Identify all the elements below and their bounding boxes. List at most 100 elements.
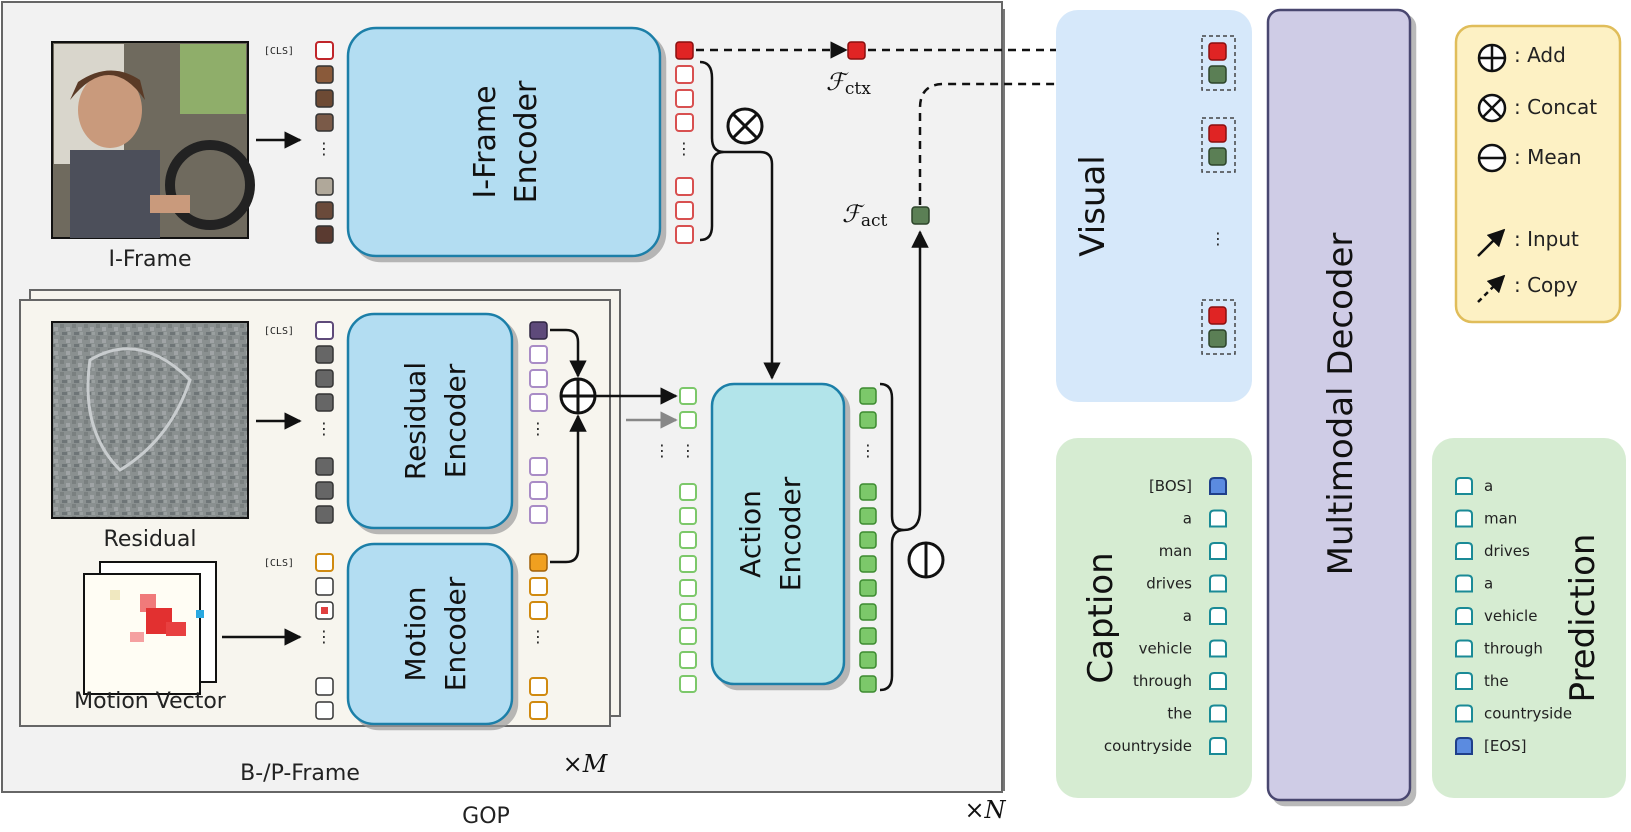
caption-token — [1209, 574, 1227, 593]
action-encoder-label-1: Action — [734, 490, 767, 578]
prediction-token-label: a — [1484, 575, 1493, 593]
caption-token — [1209, 737, 1227, 755]
iframe-label: I-Frame — [109, 247, 192, 272]
prediction-panel: Prediction a man drives a vehicle through the c… — [1432, 438, 1626, 798]
action-input-tokens: ⋮ ⋮ — [654, 387, 697, 693]
iframe-token-column: ⋮ — [315, 41, 334, 244]
caption-token — [1209, 704, 1227, 723]
iframe-image — [51, 41, 255, 239]
legend-input: : Input — [1514, 227, 1579, 251]
prediction-token — [1455, 477, 1473, 495]
prediction-token — [1455, 672, 1473, 690]
f-act-label: ℱact — [842, 200, 888, 231]
mean-symbol — [907, 541, 945, 579]
legend: : Add : Concat : Mean : Input : Copy — [1454, 24, 1622, 324]
residual-encoder: Residual Encoder — [346, 312, 514, 530]
legend-copy-arrow-icon — [1477, 274, 1506, 303]
caption-token-label: countryside — [1104, 737, 1192, 755]
legend-concat-icon — [1477, 93, 1507, 123]
prediction-token-label: drives — [1484, 542, 1530, 560]
legend-mean: : Mean — [1514, 145, 1582, 169]
iframe-cls-label: [CLS] — [264, 46, 294, 57]
residual-output-tokens: ⋮ — [529, 321, 548, 524]
legend-mean-icon — [1477, 143, 1507, 173]
motion-encoder-label-1: Motion — [399, 587, 432, 682]
svg-text:⋮: ⋮ — [1210, 229, 1226, 248]
prediction-token — [1455, 607, 1473, 625]
caption-token — [1209, 639, 1227, 658]
svg-text:⋮: ⋮ — [530, 627, 546, 646]
prediction-token-label: a — [1484, 477, 1493, 495]
residual-cls-label: [CLS] — [264, 326, 294, 337]
f-ctx-label: ℱctx — [826, 68, 871, 99]
svg-text:⋮: ⋮ — [316, 139, 332, 158]
caption-token-list: [BOS]amandrivesavehiclethroughthecountry… — [1104, 477, 1227, 755]
prediction-token — [1455, 639, 1473, 658]
decoder-label: Multimodal Decoder — [1321, 233, 1361, 576]
caption-token-label: man — [1159, 542, 1192, 560]
prediction-token-label: man — [1484, 510, 1517, 528]
motion-output-tokens: ⋮ — [529, 553, 548, 720]
ctx-token — [675, 41, 694, 60]
f-act-token — [911, 206, 930, 225]
caption-token — [1209, 542, 1227, 560]
svg-text:⋮: ⋮ — [316, 627, 332, 646]
action-encoder: Action Encoder — [710, 382, 846, 686]
multimodal-decoder: Multimodal Decoder — [1266, 8, 1412, 802]
prediction-token-label: through — [1484, 640, 1543, 658]
caption-token-label: the — [1167, 705, 1192, 723]
legend-concat: : Concat — [1514, 95, 1597, 119]
concat-symbol — [726, 107, 764, 145]
prediction-token — [1455, 574, 1473, 593]
times-m-label: ×M — [563, 750, 609, 778]
prediction-token — [1455, 542, 1473, 560]
legend-copy: : Copy — [1514, 273, 1578, 297]
iframe-encoder-label-2: Encoder — [509, 80, 544, 203]
caption-token-label: a — [1183, 510, 1192, 528]
caption-label: Caption — [1081, 552, 1121, 683]
action-encoder-label-2: Encoder — [774, 476, 807, 591]
iframe-cls-token — [315, 41, 334, 60]
prediction-token-list: a man drives a vehicle through the countryside [… — [1455, 477, 1572, 755]
times-n-label: ×N — [964, 796, 1006, 824]
svg-text:⋮: ⋮ — [680, 441, 696, 460]
caption-token — [1209, 477, 1227, 495]
bp-frame-label: B-/P-Frame — [240, 761, 360, 786]
caption-token-label: [BOS] — [1149, 477, 1192, 495]
motion-token-column: ⋮ — [315, 553, 334, 720]
motion-vector-image — [83, 561, 217, 695]
motion-vector-label: Motion Vector — [74, 689, 227, 714]
prediction-token — [1455, 509, 1473, 528]
prediction-token-label: vehicle — [1484, 607, 1537, 625]
prediction-token-label: countryside — [1484, 705, 1572, 723]
residual-image — [51, 321, 249, 519]
residual-token-column: ⋮ — [315, 321, 334, 524]
caption-token — [1209, 672, 1227, 690]
prediction-token — [1455, 737, 1473, 755]
svg-text:⋮: ⋮ — [316, 419, 332, 438]
svg-text:⋮: ⋮ — [654, 441, 670, 460]
svg-text:⋮: ⋮ — [676, 139, 692, 158]
motion-encoder-label-2: Encoder — [439, 576, 472, 691]
residual-encoder-label-1: Residual — [399, 362, 432, 480]
visual-label: Visual — [1073, 155, 1113, 257]
action-output-tokens: ⋮ — [859, 387, 877, 693]
iframe-output-tokens: ⋮ — [675, 41, 694, 244]
caption-token-label: a — [1183, 607, 1192, 625]
prediction-label: Prediction — [1563, 534, 1603, 703]
residual-encoder-label-2: Encoder — [439, 363, 472, 478]
prediction-token-label: [EOS] — [1484, 737, 1527, 755]
prediction-token-label: the — [1484, 672, 1509, 690]
gop-label: GOP — [462, 804, 510, 829]
caption-panel: Caption [BOS]amandrivesavehiclethroughth… — [1056, 438, 1252, 798]
motion-cls-label: [CLS] — [264, 558, 294, 569]
iframe-encoder-label-1: I-Frame — [468, 85, 503, 198]
motion-encoder: Motion Encoder — [346, 542, 514, 726]
legend-input-arrow-icon — [1477, 228, 1506, 257]
svg-text:⋮: ⋮ — [530, 419, 546, 438]
f-ctx-token — [847, 41, 866, 60]
caption-token — [1209, 509, 1227, 528]
prediction-token — [1455, 704, 1473, 723]
caption-token — [1209, 607, 1227, 625]
